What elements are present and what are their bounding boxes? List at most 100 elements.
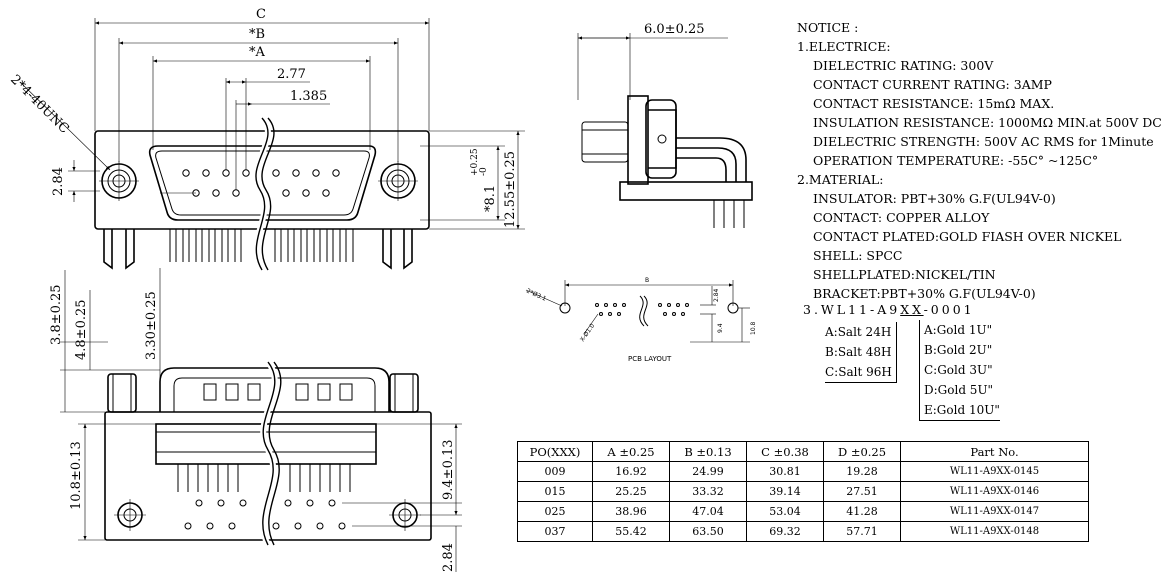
table-cell: 53.04 <box>746 501 824 522</box>
dim-38-label: 3.8±0.25 <box>49 284 64 345</box>
part-code-x2: X <box>912 302 924 317</box>
table-header: Part No. <box>900 441 1089 462</box>
dim-1385-label: 1.385 <box>290 89 327 104</box>
table-cell: 55.42 <box>592 521 670 542</box>
part-code-prefix: 3.WL11-A9 <box>803 302 901 317</box>
notice-title: NOTICE : <box>797 20 859 35</box>
table-cell: WL11-A9XX-0147 <box>900 501 1089 522</box>
part-code-suffix: -0001 <box>923 302 975 317</box>
material-line: SHELLPLATED:NICKEL/TIN <box>813 267 996 282</box>
dim-81-tol-plus: +0.25 <box>470 148 480 176</box>
bottom-view: 3.8±0.25 4.8±0.25 3.30±0.25 10.8±0.13 9.… <box>49 268 462 572</box>
pcb-108-label: 10.8 <box>750 321 757 335</box>
part-code-x1: X <box>900 302 913 317</box>
material-line: INSULATOR: PBT+30% G.F(UL94V-0) <box>813 191 1056 206</box>
table-cell: 24.99 <box>669 461 747 482</box>
table-cell: 69.32 <box>746 521 824 542</box>
gold-option: A:Gold 1U" <box>924 323 993 337</box>
dim-1255-label: 12.55±0.25 <box>503 151 518 228</box>
gold-option: C:Gold 3U" <box>924 363 993 377</box>
notice-block: NOTICE : 1.ELECTRICE: DIELECTRIC RATING:… <box>797 18 1162 303</box>
table-row: 009 16.92 24.99 30.81 19.28 WL11-A9XX-01… <box>517 461 1089 482</box>
material-heading: 2.MATERIAL: <box>797 172 884 187</box>
material-line: CONTACT PLATED:GOLD FIASH OVER NICKEL <box>813 229 1122 244</box>
dim-b-label: *B <box>249 27 265 42</box>
dim-48-label: 4.8±0.25 <box>74 299 89 360</box>
gold-option: B:Gold 2U" <box>924 343 993 357</box>
electric-heading: 1.ELECTRICE: <box>797 39 891 54</box>
part-code: 3.WL11-A9XX-0001 <box>803 302 975 317</box>
material-line: SHELL: SPCC <box>813 248 903 263</box>
pins-front <box>169 229 354 262</box>
side-60-label: 6.0±0.25 <box>644 22 705 37</box>
gold-option: D:Gold 5U" <box>924 383 994 397</box>
table-cell: 27.51 <box>823 481 901 502</box>
table-cell: 41.28 <box>823 501 901 522</box>
electric-line: DIELECTRIC RATING: 300V <box>813 58 994 73</box>
table-cell: 19.28 <box>823 461 901 482</box>
table-cell: 037 <box>517 521 593 542</box>
table-header: A ±0.25 <box>592 441 670 462</box>
pcb-b-label: B <box>645 277 649 284</box>
dim-330-label: 3.30±0.25 <box>144 291 159 360</box>
dimension-table: PO(XXX) A ±0.25 B ±0.13 C ±0.38 D ±0.25 … <box>517 441 1089 542</box>
pcb-screw-label: 2*Ø3.1 <box>525 287 547 302</box>
screw-label: 2*4-40UNC <box>7 72 72 137</box>
electric-line: CONTACT CURRENT RATING: 3AMP <box>813 77 1052 92</box>
salt-options: A:Salt 24H B:Salt 48H C:Salt 96H <box>825 322 897 383</box>
table-cell: 015 <box>517 481 593 502</box>
salt-option: B:Salt 48H <box>825 345 892 359</box>
dim-94-label: 9.4±0.13 <box>441 439 456 500</box>
table-cell: 30.81 <box>746 461 824 482</box>
electric-line: INSULATION RESISTANCE: 1000MΩ MIN.at 500… <box>813 115 1162 130</box>
gold-option: E:Gold 10U" <box>924 403 1000 417</box>
dim-c-label: C <box>256 7 266 22</box>
table-cell: 63.50 <box>669 521 747 542</box>
salt-option: A:Salt 24H <box>825 325 892 339</box>
table-row: 037 55.42 63.50 69.32 57.71 WL11-A9XX-01… <box>517 521 1089 542</box>
table-cell: 009 <box>517 461 593 482</box>
table-row: 025 38.96 47.04 53.04 41.28 WL11-A9XX-01… <box>517 501 1089 522</box>
dim-284-label: 2.84 <box>51 167 66 196</box>
dim-81-label: *8.1 <box>483 185 498 212</box>
table-header: D ±0.25 <box>823 441 901 462</box>
table-cell: 47.04 <box>669 501 747 522</box>
table-cell: WL11-A9XX-0146 <box>900 481 1089 502</box>
table-cell: 16.92 <box>592 461 670 482</box>
electric-line: CONTACT RESISTANCE: 15mΩ MAX. <box>813 96 1055 111</box>
contact-row-top <box>182 169 340 177</box>
table-header: C ±0.38 <box>746 441 824 462</box>
table-cell: 57.71 <box>823 521 901 542</box>
table-header-row: PO(XXX) A ±0.25 B ±0.13 C ±0.38 D ±0.25 … <box>517 441 1089 462</box>
table-cell: WL11-A9XX-0145 <box>900 461 1089 482</box>
table-cell: 025 <box>517 501 593 522</box>
dim-277-label: 2.77 <box>277 67 306 82</box>
electric-line: DIELECTRIC STRENGTH: 500V AC RMS for 1Mi… <box>813 134 1154 149</box>
gold-options: A:Gold 1U" B:Gold 2U" C:Gold 3U" D:Gold … <box>919 320 1000 421</box>
table-row: 015 25.25 33.32 39.14 27.51 WL11-A9XX-01… <box>517 481 1089 502</box>
pcb-284-label: 2.84 <box>713 288 720 302</box>
pcb-hole-label: X-Ø1.0 <box>579 322 596 343</box>
table-cell: 39.14 <box>746 481 824 502</box>
dim-a-label: *A <box>249 45 266 60</box>
table-cell: 33.32 <box>669 481 747 502</box>
table-cell: 25.25 <box>592 481 670 502</box>
material-line: CONTACT: COPPER ALLOY <box>813 210 990 225</box>
pcb-layout: B 2*Ø3.1 X-Ø1.0 2.84 9.4 10.8 PCB LAYOUT <box>525 277 757 363</box>
side-view: 6.0±0.25 <box>577 22 753 228</box>
salt-option: C:Salt 96H <box>825 365 892 379</box>
electric-line: OPERATION TEMPERATURE: -55C° ~125C° <box>813 153 1099 168</box>
table-header: B ±0.13 <box>669 441 747 462</box>
front-view: C *B *A 2.77 1.385 2*4-40UNC 2.84 <box>7 7 525 272</box>
pcb-holes-bottom-view <box>184 499 346 530</box>
pcb-94-label: 9.4 <box>717 323 724 333</box>
dim-81-tol-minus: -0 <box>479 167 489 176</box>
dim-284-bottom-label: 2.84 <box>441 543 456 572</box>
table-cell: WL11-A9XX-0148 <box>900 521 1089 542</box>
pcb-title: PCB LAYOUT <box>628 355 672 363</box>
table-header: PO(XXX) <box>517 441 593 462</box>
table-cell: 38.96 <box>592 501 670 522</box>
material-line: BRACKET:PBT+30% G.F(UL94V-0) <box>813 286 1036 301</box>
dim-108-label: 10.8±0.13 <box>69 441 84 510</box>
